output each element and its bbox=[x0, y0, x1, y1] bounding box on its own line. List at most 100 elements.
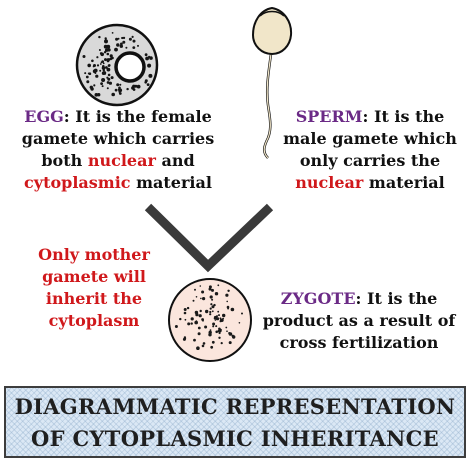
egg-granule bbox=[106, 67, 111, 72]
zygote-granule bbox=[217, 284, 220, 287]
zygote-granule bbox=[211, 310, 214, 313]
sperm-cell bbox=[251, 6, 293, 159]
zygote-granule bbox=[194, 288, 196, 291]
note-line-3: inherit the bbox=[45, 289, 143, 308]
sperm-term: SPERM bbox=[295, 107, 363, 126]
egg-granule bbox=[107, 48, 111, 52]
egg-granule bbox=[109, 57, 112, 60]
zygote-granule bbox=[220, 318, 224, 322]
egg-granule bbox=[118, 88, 123, 93]
egg-granule bbox=[145, 79, 148, 82]
egg-granule bbox=[132, 39, 136, 43]
egg-granule bbox=[93, 84, 96, 87]
egg-granule bbox=[106, 59, 110, 63]
zygote-granule bbox=[225, 326, 228, 329]
egg-granule bbox=[88, 72, 92, 75]
egg-granule bbox=[131, 35, 134, 39]
egg-granule bbox=[94, 93, 99, 97]
egg-granule bbox=[132, 84, 136, 89]
egg-granule bbox=[106, 52, 110, 56]
egg-granule bbox=[147, 63, 152, 68]
zygote-granule bbox=[201, 344, 205, 348]
zygote-granule bbox=[227, 289, 230, 292]
zygote-granule bbox=[174, 325, 178, 328]
zygote-granule bbox=[209, 295, 213, 299]
zygote-granule bbox=[222, 313, 226, 318]
title-line-1: DIAGRAMMATIC REPRESENTATION bbox=[14, 394, 456, 419]
zygote-granule bbox=[209, 307, 212, 310]
zygote-granule bbox=[190, 322, 193, 325]
note-line-1: Only mother bbox=[38, 245, 150, 264]
zygote-granule bbox=[198, 314, 202, 318]
egg-granule bbox=[96, 64, 100, 67]
zygote-granule bbox=[219, 317, 222, 320]
egg-granule bbox=[116, 83, 120, 87]
egg-granule bbox=[102, 62, 105, 65]
egg-granule bbox=[111, 92, 115, 97]
zygote-description: ZYGOTE: It is the product as a result of… bbox=[250, 288, 468, 354]
zygote-granule bbox=[205, 309, 209, 314]
zygote-cell bbox=[168, 278, 252, 362]
zygote-granule bbox=[217, 310, 220, 313]
egg-granule bbox=[114, 88, 118, 92]
egg-granule bbox=[128, 37, 132, 41]
zygote-granule bbox=[226, 305, 230, 309]
zygote-granule bbox=[232, 335, 236, 339]
egg-granule bbox=[144, 81, 147, 84]
fusion-arrow bbox=[144, 203, 274, 273]
zygote-granule bbox=[194, 320, 198, 325]
egg-granule bbox=[115, 37, 119, 41]
egg-granule bbox=[109, 54, 113, 58]
sperm-line-1: SPERM: It is the bbox=[295, 107, 445, 126]
egg-granule bbox=[106, 87, 109, 90]
zygote-granule bbox=[212, 322, 216, 326]
egg-granule bbox=[119, 44, 124, 48]
zygote-granule bbox=[190, 317, 194, 321]
egg-granule bbox=[125, 46, 128, 49]
zygote-granule bbox=[202, 297, 206, 301]
zygote-granule bbox=[195, 320, 198, 322]
zygote-granule bbox=[218, 331, 221, 335]
egg-granule bbox=[126, 87, 129, 91]
zygote-granule bbox=[211, 288, 214, 292]
egg-granule bbox=[104, 46, 107, 48]
zygote-granule bbox=[211, 340, 215, 344]
egg-granule bbox=[101, 60, 104, 63]
egg-granule bbox=[100, 82, 103, 85]
zygote-granule bbox=[217, 329, 221, 333]
egg-granule bbox=[111, 32, 114, 34]
zygote-granule bbox=[218, 336, 221, 339]
egg-granule bbox=[108, 81, 112, 85]
zygote-granule bbox=[218, 314, 220, 317]
egg-description: EGG: It is the female gamete which carri… bbox=[8, 106, 228, 194]
zygote-granule bbox=[184, 318, 187, 321]
sperm-line-3: only carries the bbox=[299, 151, 441, 170]
egg-granule bbox=[136, 84, 141, 89]
egg-granule bbox=[119, 83, 122, 86]
egg-granule bbox=[100, 52, 104, 57]
egg-granule bbox=[93, 68, 98, 73]
zygote-granule bbox=[211, 305, 215, 309]
zygote-granule bbox=[209, 313, 212, 316]
egg-granule bbox=[94, 72, 97, 74]
zygote-granule bbox=[228, 341, 232, 345]
egg-granule bbox=[114, 47, 118, 52]
egg-granule bbox=[122, 40, 126, 44]
egg-granule bbox=[93, 64, 96, 67]
zygote-line-2: product as a result of bbox=[262, 311, 456, 330]
zygote-granule bbox=[225, 293, 229, 297]
egg-granule bbox=[98, 49, 101, 51]
egg-granule bbox=[91, 59, 94, 63]
zygote-granule bbox=[214, 292, 219, 296]
zygote-granule bbox=[193, 338, 196, 342]
zygote-granule bbox=[213, 315, 218, 320]
zygote-granule bbox=[197, 326, 201, 330]
egg-granule bbox=[110, 76, 114, 80]
zygote-granule bbox=[179, 317, 182, 321]
egg-granule bbox=[101, 78, 106, 82]
zygote-granule bbox=[212, 325, 215, 328]
note-line-2: gamete will bbox=[42, 267, 146, 286]
zygote-granule bbox=[183, 336, 187, 339]
zygote-granule bbox=[200, 297, 202, 300]
